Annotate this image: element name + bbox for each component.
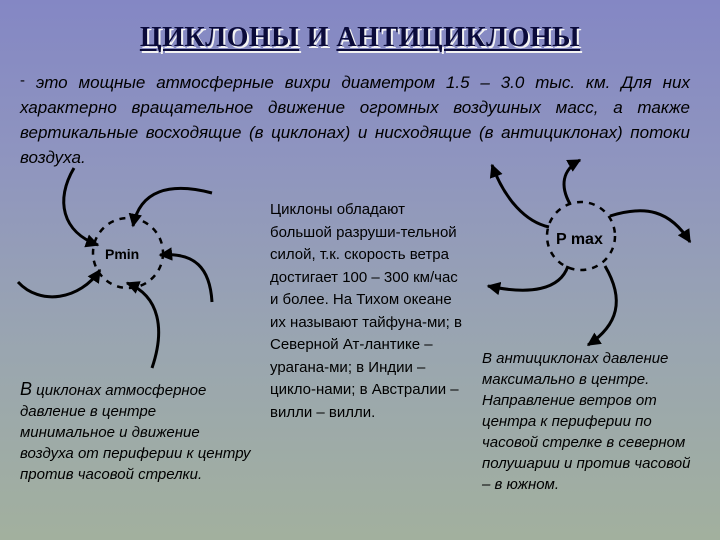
cyclone-description-text: циклонах атмосферное давление в центре м… [20, 382, 251, 483]
cyclone-label: Pmin [105, 246, 139, 262]
anticyclone-arrow-bottom-left [486, 265, 570, 296]
title-cyclones: ЦИКЛОНЫ [139, 22, 300, 53]
intro-dash: - [20, 72, 25, 89]
anticyclone-center-circle [545, 200, 617, 272]
page-title: ЦИКЛОНЫ И АНТИЦИКЛОНЫ [0, 22, 720, 54]
cyclone-arrow-right [158, 247, 214, 303]
anticyclone-arrow-top [562, 158, 582, 205]
anticyclone-arrow-right [609, 209, 692, 244]
anticyclone-arrow-left [489, 163, 550, 229]
cyclone-description: В циклонах атмосферное давление в центре… [20, 379, 255, 485]
title-anticyclones: АНТИЦИКЛОНЫ [336, 22, 581, 53]
title-and: И [306, 22, 329, 53]
cyclone-strength-text: Циклоны обладают большой разруши-тельной… [270, 201, 462, 421]
cyclone-arrow-left-lower [16, 268, 102, 299]
anticyclone-description: В антициклонах давление максимально в це… [482, 350, 691, 493]
cyclone-arrow-bottom [125, 281, 161, 369]
intro-text: это мощные атмосферные вихри диаметром 1… [20, 73, 690, 167]
anticyclone-arrow-bottom [586, 265, 618, 347]
cyclone-diagram [16, 167, 214, 369]
anticyclone-diagram [486, 158, 692, 347]
cyclone-arrow-left-upper [62, 167, 100, 248]
cyclone-arrow-top [128, 186, 213, 228]
intro-paragraph: - это мощные атмосферные вихри диаметром… [20, 68, 690, 170]
cyclone-description-first: В [20, 379, 33, 399]
anticyclone-label: P max [556, 231, 603, 248]
